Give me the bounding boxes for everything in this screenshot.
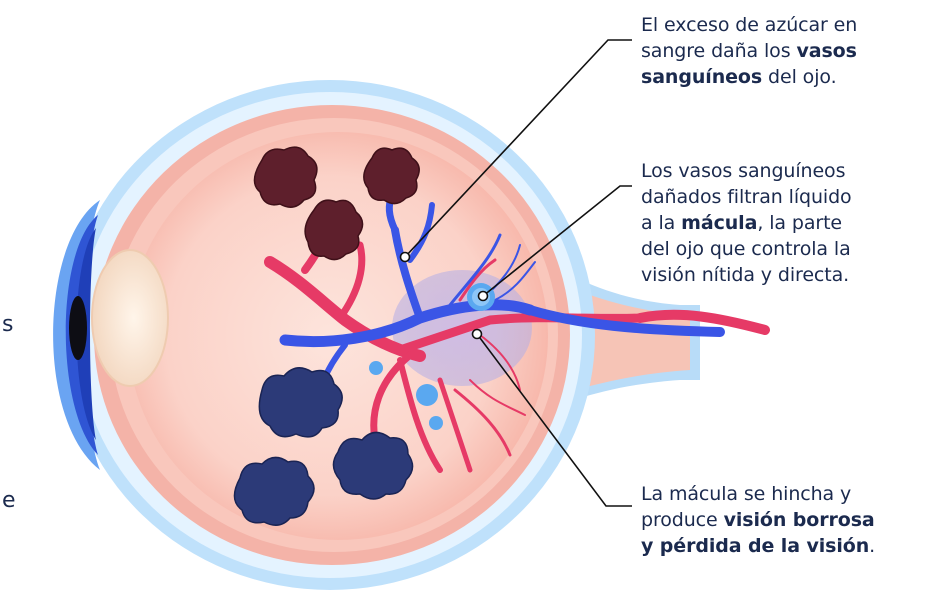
eyeball <box>65 80 595 590</box>
callout-emphasis: vasos <box>796 40 857 62</box>
callout-markers <box>399 251 489 340</box>
callout-macula-leak: Los vasos sanguíneos dañados filtran líq… <box>641 158 941 288</box>
callout-text: , la parte <box>757 212 843 234</box>
callout-text: El exceso de azúcar en <box>641 14 858 36</box>
cropped-text-fragment: e <box>2 488 16 513</box>
callout-emphasis: visión borrosa <box>723 509 875 531</box>
pupil <box>69 296 87 360</box>
callout-leaders <box>404 39 632 507</box>
exudates-navy <box>233 367 414 526</box>
cropped-text-fragment: s <box>2 312 14 337</box>
exudates-maroon <box>253 146 420 261</box>
callout-text: sangre daña los <box>641 40 797 62</box>
callout-text: dañados filtran líquido <box>641 186 852 208</box>
callout-text: visión nítida y directa. <box>641 264 850 286</box>
callout-emphasis: mácula <box>681 212 758 234</box>
callout-emphasis: y pérdida de la visión <box>641 535 870 557</box>
callout-text: produce <box>641 509 724 531</box>
callout-text: del ojo que controla la <box>641 238 851 260</box>
callout-blood-vessels: El exceso de azúcar en sangre daña los v… <box>641 12 941 90</box>
callout-text: . <box>869 535 876 557</box>
callout-text: Los vasos sanguíneos <box>641 160 846 182</box>
lens <box>91 249 169 387</box>
callout-text: del ojo. <box>762 66 837 88</box>
callout-emphasis: sanguíneos <box>641 66 763 88</box>
callout-macula-swelling: La mácula se hincha y produce visión bor… <box>641 481 941 559</box>
callout-text: a la <box>641 212 682 234</box>
callout-text: La mácula se hincha y <box>641 483 852 505</box>
